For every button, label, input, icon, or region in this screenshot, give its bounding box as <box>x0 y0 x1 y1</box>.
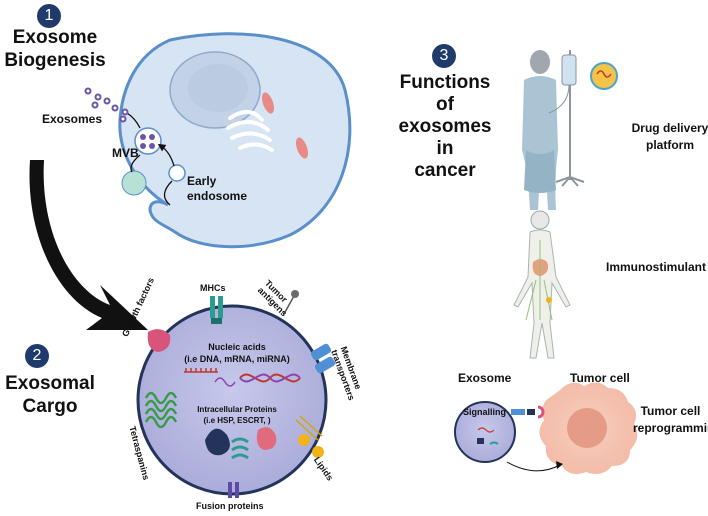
mhcs-label: MHCs <box>200 283 226 293</box>
intracellular-proteins-label: Intracellular Proteins (i.e HSP, ESCRT, … <box>178 404 296 426</box>
nucleic-acid-strands <box>184 368 301 387</box>
section-1-title: Exosome Biogenesis <box>0 26 110 72</box>
nucleic-acids-label: Nucleic acids (i.e DNA, mRNA, miRNA) <box>182 341 292 365</box>
tumor-cell-reprogramming-label: Tumor cell reprogramming <box>633 403 708 437</box>
section-1-badge: 1 <box>37 4 61 28</box>
section-1-title-line1: Exosome <box>12 27 98 48</box>
section-2-title-line2: Cargo <box>22 396 78 417</box>
section-2-title: Exosomal Cargo <box>0 372 100 418</box>
drug-delivery-label-line1: Drug delivery <box>631 121 708 135</box>
section-3-title-line1: Functions of <box>399 72 491 115</box>
exosomes-label: Exosomes <box>42 112 103 126</box>
transfer-arrow <box>506 461 563 472</box>
section-3-title-line3: cancer <box>414 160 476 181</box>
big-curved-arrow <box>29 160 148 330</box>
nucleic-acids-title: Nucleic acids <box>208 342 266 352</box>
lysosome <box>121 170 147 196</box>
immunostimulant-label: Immunostimulant <box>606 260 707 274</box>
nucleus <box>169 51 261 129</box>
intracellular-proteins-detail: (i.e HSP, ESCRT, ) <box>203 416 271 425</box>
body-immune-illustration <box>513 210 571 359</box>
section-3-title-line2: exosomes in <box>398 116 492 159</box>
section-2-title-line1: Exosomal <box>5 373 95 394</box>
early-endosome-label-line2: endosome <box>187 189 248 203</box>
exosome-label: Exosome <box>458 371 512 385</box>
signalling-connector <box>511 405 545 419</box>
mvb <box>134 127 162 155</box>
section-1-title-line2: Biogenesis <box>4 50 106 71</box>
biogenesis-arrows <box>126 112 175 206</box>
small-exosome <box>454 401 516 463</box>
signalling-label: Signalling <box>463 407 507 417</box>
lipid-molecules <box>295 415 324 458</box>
nucleic-acids-detail: (i.e DNA, mRNA, miRNA) <box>184 354 290 364</box>
tumor-cell <box>539 382 638 474</box>
section-3-badge: 3 <box>432 44 456 68</box>
mitochondria <box>261 92 309 159</box>
mvb-label: MVB <box>112 146 139 160</box>
section-2-badge: 2 <box>25 344 49 368</box>
patient-iv-illustration <box>522 50 618 210</box>
early-endosome-vesicle <box>168 164 186 182</box>
intracellular-protein-shapes <box>205 427 277 460</box>
mhc-protein <box>210 296 223 324</box>
drug-delivery-label: Drug delivery platform <box>630 120 708 154</box>
exosome-particles <box>84 87 129 123</box>
fusion-protein <box>228 482 239 498</box>
tumor-antigen-protein <box>283 290 299 315</box>
tumor-cell-label: Tumor cell <box>570 371 630 385</box>
tetraspanin-protein <box>144 391 178 429</box>
section-3-title: Functions of exosomes in cancer <box>390 72 500 182</box>
drug-delivery-label-line2: platform <box>646 138 694 152</box>
early-endosome-label: Early endosome <box>187 174 247 204</box>
intracellular-proteins-title: Intracellular Proteins <box>197 405 277 414</box>
golgi <box>226 110 274 152</box>
early-endosome-label-line1: Early <box>187 174 217 188</box>
growth-factor-protein <box>147 329 171 352</box>
membrane-transporter-protein <box>310 343 336 374</box>
tumor-cell-reprogramming-line2: reprogramming <box>633 421 708 435</box>
fusion-proteins-label: Fusion proteins <box>196 501 264 511</box>
tumor-cell-reprogramming-line1: Tumor cell <box>640 404 701 418</box>
